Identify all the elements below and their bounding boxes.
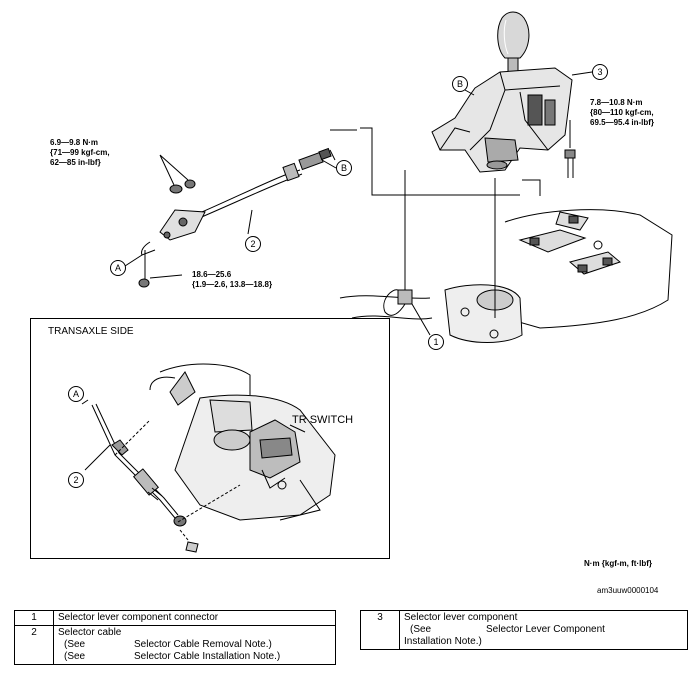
legend-ref-line: (See Selector Cable Removal Note.) — [58, 639, 331, 651]
torque-line: 18.6—25.6 — [192, 270, 232, 279]
inset-title: TRANSAXLE SIDE — [48, 326, 134, 337]
legend-see: (See — [64, 651, 86, 662]
legend-text: Selector lever component — [404, 612, 518, 623]
legend-row: 2 Selector cable (See Selector Cable Remo… — [14, 625, 336, 665]
torque-spec-lower-left: 18.6—25.6 {1.9—2.6, 13.8—18.8} — [192, 270, 272, 290]
torque-line: {80—110 kgf-cm, — [590, 108, 654, 117]
torque-line: 62—85 in-lbf} — [50, 158, 101, 167]
torque-spec-upper-left: 6.9—9.8 N·m {71—99 kgf-cm, 62—85 in-lbf} — [50, 138, 110, 168]
callout-2-main: 2 — [245, 236, 261, 252]
torque-line: 6.9—9.8 N·m — [50, 138, 99, 147]
shift-knob — [497, 11, 530, 79]
legend-see: (See — [64, 639, 86, 650]
connector-1 — [383, 170, 413, 316]
callout-b-cable: B — [336, 160, 352, 176]
legend-ref-line: (See Selector Lever Component — [404, 624, 683, 636]
callout-a-main: A — [110, 260, 126, 276]
legend-ref-line: (See Selector Cable Installation Note.) — [58, 651, 331, 663]
torque-spec-upper-right: 7.8—10.8 N·m {80—110 kgf-cm, 69.5—95.4 i… — [590, 98, 654, 128]
legend-text-block: Selector lever component (See Selector Le… — [399, 610, 688, 650]
legend-row: 1 Selector lever component connector — [14, 610, 336, 626]
callout-b-upper: B — [452, 76, 468, 92]
callout-3: 3 — [592, 64, 608, 80]
legend-text: Selector lever component connector — [53, 610, 336, 626]
torque-line: {1.9—2.6, 13.8—18.8} — [192, 280, 273, 289]
legend-text-block: Selector cable (See Selector Cable Remova… — [53, 625, 336, 665]
selector-cable — [138, 147, 336, 288]
inset-artwork — [81, 363, 336, 553]
figure-code: am3uuw0000104 — [597, 586, 659, 595]
callout-a-inset: A — [68, 386, 84, 402]
legend-ref: Selector Cable Installation Note.) — [134, 651, 281, 662]
legend-number: 1 — [14, 610, 54, 626]
legend-ref: Selector Lever Component — [486, 624, 605, 635]
units-note: N·m {kgf-m, ft·lbf} — [584, 559, 652, 568]
bolt-right — [564, 120, 576, 178]
legend-see: (See — [410, 624, 432, 635]
callout-2-inset: 2 — [68, 472, 84, 488]
transaxle-side-inset — [30, 318, 390, 559]
floor-panel — [339, 209, 673, 343]
legend-text: Installation Note.) — [404, 636, 482, 647]
legend-number: 3 — [360, 610, 400, 650]
legend-text: Selector cable — [58, 627, 122, 638]
legend-number: 2 — [14, 625, 54, 665]
tr-switch-label: TR SWITCH — [292, 414, 354, 426]
selector-lever-housing — [431, 67, 573, 173]
legend-table-left: 1 Selector lever component connector 2 S… — [14, 610, 336, 665]
torque-line: 7.8—10.8 N·m — [590, 98, 643, 107]
torque-line: {71—99 kgf-cm, — [50, 148, 110, 157]
torque-line: 69.5—95.4 in-lbf} — [590, 118, 655, 127]
callout-1: 1 — [428, 334, 444, 350]
legend-ref: Selector Cable Removal Note.) — [134, 639, 272, 650]
